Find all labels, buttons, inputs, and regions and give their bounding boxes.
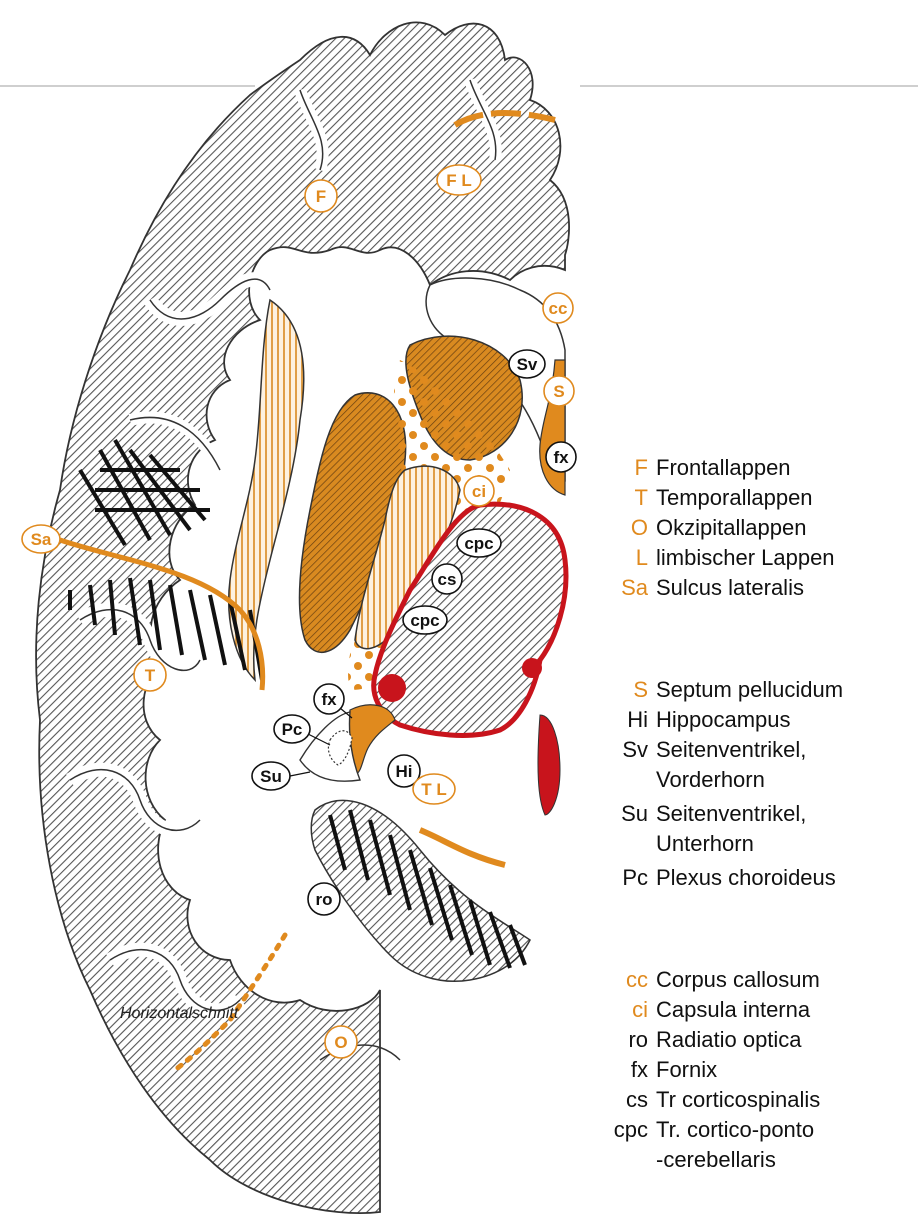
- svg-text:Sa: Sa: [31, 530, 52, 549]
- legend-name: Seitenventrikel,: [656, 800, 806, 828]
- label-Sv: Sv: [509, 350, 545, 378]
- label-Su: Su: [252, 762, 310, 790]
- legend-abbr: L: [618, 544, 648, 572]
- legend-abbr: ci: [598, 996, 648, 1024]
- legend-abbr: cpc: [578, 1116, 648, 1144]
- label-cs: cs: [432, 564, 462, 594]
- legend-abbr: ro: [598, 1026, 648, 1054]
- legend-name: Capsula interna: [656, 996, 810, 1024]
- legend-row-ci: ci Capsula interna: [578, 996, 908, 1024]
- legend-abbr: Hi: [598, 706, 648, 734]
- legend-abbr: cc: [598, 966, 648, 994]
- legend-row-cpc: cpc Tr. cortico-ponto -cerebellaris: [578, 1116, 908, 1174]
- figure-caption: Horizontalschnitt: [120, 1005, 238, 1023]
- temporal-limbic-mark: [420, 830, 505, 865]
- red-posterior-bar: [538, 715, 560, 815]
- legend-name: Seitenventrikel,: [656, 736, 806, 764]
- label-fx-mid: fx: [314, 684, 352, 718]
- legend-name: Tr corticospinalis: [656, 1086, 820, 1114]
- legend-name-cont: -cerebellaris: [656, 1146, 776, 1174]
- label-cpc-lower: cpc: [403, 606, 447, 634]
- legend-abbr: cs: [598, 1086, 648, 1114]
- legend-name: Hippocampus: [656, 706, 791, 734]
- label-T: T: [134, 659, 166, 691]
- svg-text:O: O: [334, 1033, 347, 1052]
- legend-row-Hi: Hi Hippocampus: [578, 706, 908, 734]
- legend-name: Plexus choroideus: [656, 864, 836, 892]
- label-O: O: [325, 1026, 357, 1058]
- legend-name: Radiatio optica: [656, 1026, 802, 1054]
- label-ro: ro: [308, 883, 340, 915]
- legend-name: Frontallappen: [656, 454, 791, 482]
- svg-text:cs: cs: [438, 570, 457, 589]
- svg-text:cpc: cpc: [464, 534, 493, 553]
- svg-text:ci: ci: [472, 482, 486, 501]
- legend-row-S: S Septum pellucidum: [578, 676, 908, 704]
- legend-abbr: Pc: [598, 864, 648, 892]
- legend-row-cs: cs Tr corticospinalis: [578, 1086, 908, 1114]
- red-nucleus-right: [522, 658, 542, 678]
- svg-text:Pc: Pc: [282, 720, 303, 739]
- legend-row-Pc: Pc Plexus choroideus: [578, 864, 908, 892]
- legend-row-fx: fx Fornix: [578, 1056, 908, 1084]
- legend-row-T: T Temporallappen: [578, 484, 908, 512]
- legend-row-Su: Su Seitenventrikel, Unterhorn: [578, 800, 908, 858]
- legend-name: Corpus callosum: [656, 966, 820, 994]
- legend-row-Sv: Sv Seitenventrikel, Vorderhorn: [578, 736, 908, 794]
- svg-text:ro: ro: [316, 890, 333, 909]
- label-Sa: Sa: [22, 525, 60, 553]
- legend-name: limbischer Lappen: [656, 544, 835, 572]
- svg-text:Hi: Hi: [396, 762, 413, 781]
- legend-name-cont: Vorderhorn: [656, 766, 765, 794]
- legend-name: Septum pellucidum: [656, 676, 843, 704]
- legend-row-O: O Okzipitallappen: [578, 514, 908, 542]
- legend-row-cc: cc Corpus callosum: [578, 966, 908, 994]
- label-cc: cc: [543, 293, 573, 323]
- label-S: S: [544, 376, 574, 406]
- insula-region: [229, 300, 304, 680]
- label-FL: F L: [437, 165, 481, 195]
- legend-abbr: S: [618, 676, 648, 704]
- brain-horizontal-section: F F L cc Sv S fx ci cpc: [0, 0, 600, 1223]
- svg-text:Sv: Sv: [517, 355, 538, 374]
- svg-text:F: F: [316, 187, 326, 206]
- legend-name: Tr. cortico-ponto: [656, 1116, 814, 1144]
- svg-text:T L: T L: [421, 780, 447, 799]
- legend-abbr: T: [618, 484, 648, 512]
- legend-name: Okzipitallappen: [656, 514, 806, 542]
- svg-text:Su: Su: [260, 767, 282, 786]
- label-ci: ci: [464, 476, 494, 506]
- svg-text:cpc: cpc: [410, 611, 439, 630]
- legend-name: Fornix: [656, 1056, 717, 1084]
- svg-text:S: S: [553, 382, 564, 401]
- legend-name: Temporallappen: [656, 484, 813, 512]
- svg-text:T: T: [145, 666, 156, 685]
- label-Pc: Pc: [274, 715, 330, 745]
- legend-row-F: F Frontallappen: [578, 454, 908, 482]
- label-F: F: [305, 180, 337, 212]
- label-TL: T L: [413, 774, 455, 804]
- label-cpc-upper: cpc: [457, 529, 501, 557]
- legend-name-cont: Unterhorn: [656, 830, 754, 858]
- legend-abbr: Sa: [588, 574, 648, 602]
- legend-abbr: fx: [598, 1056, 648, 1084]
- legend-row-L: L limbischer Lappen: [578, 544, 908, 572]
- label-fx-top: fx: [546, 442, 576, 472]
- legend: F Frontallappen T Temporallappen O Okzip…: [578, 0, 918, 1223]
- legend-abbr: Sv: [598, 736, 648, 764]
- legend-abbr: F: [618, 454, 648, 482]
- svg-text:fx: fx: [321, 690, 337, 709]
- red-nucleus-left: [378, 674, 406, 702]
- legend-row-Sa: Sa Sulcus lateralis: [578, 574, 908, 602]
- legend-row-ro: ro Radiatio optica: [578, 1026, 908, 1054]
- legend-name: Sulcus lateralis: [656, 574, 804, 602]
- svg-text:cc: cc: [549, 299, 568, 318]
- svg-text:F L: F L: [446, 171, 472, 190]
- legend-abbr: O: [618, 514, 648, 542]
- svg-text:fx: fx: [553, 448, 569, 467]
- legend-abbr: Su: [598, 800, 648, 828]
